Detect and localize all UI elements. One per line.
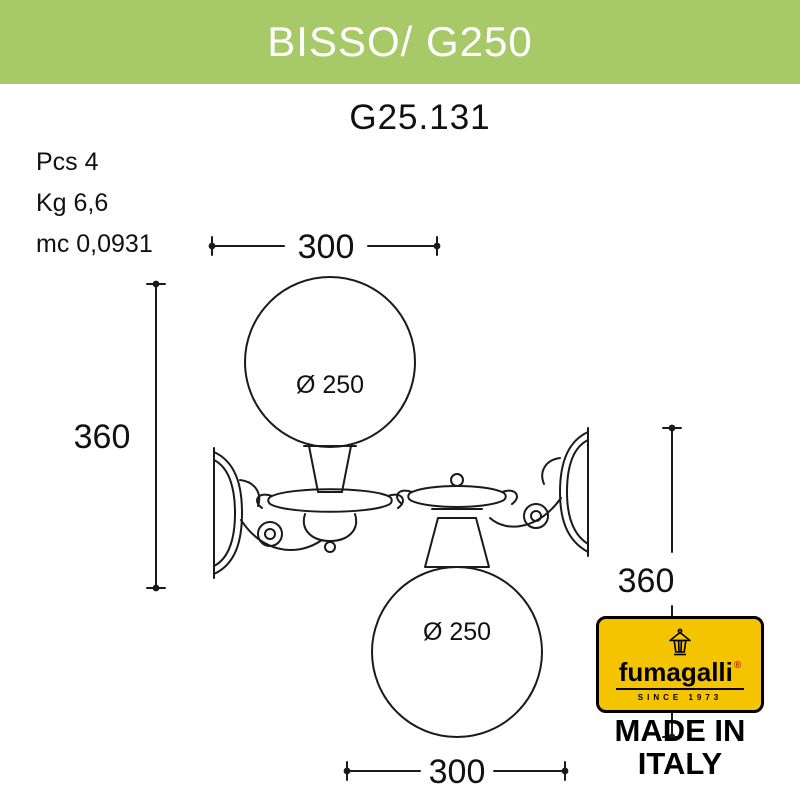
dimension-label-left: 360 <box>74 418 131 456</box>
since-text: SINCE 1973 <box>637 692 723 702</box>
fumagalli-logo: fumagalli ® SINCE 1973 <box>596 616 764 713</box>
dimension-bottom-width: 300 <box>343 753 569 791</box>
lamp-view-globe-down: Ø 250 <box>371 427 589 738</box>
dimension-left-height: 360 <box>74 280 166 592</box>
brand-name: fumagalli <box>618 656 733 687</box>
globe-diameter-top: Ø 250 <box>296 371 364 399</box>
logo-divider <box>616 687 744 690</box>
page-title: BISSO/ G250 <box>267 18 533 65</box>
italy-line: ITALY <box>637 746 723 781</box>
spec-list: Pcs 4 Kg 6,6 mc 0,0931 <box>36 142 153 265</box>
globe-diameter-bottom: Ø 250 <box>423 618 491 646</box>
dimension-label-right: 360 <box>618 562 675 600</box>
lamp-view-globe-up: Ø 250 <box>213 276 416 579</box>
spec-kg: Kg 6,6 <box>36 189 109 217</box>
dimension-label-bottom: 300 <box>429 753 486 791</box>
spec-pcs: Pcs 4 <box>36 148 99 176</box>
made-in-line: MADE IN <box>614 713 746 748</box>
dimension-label-top: 300 <box>298 228 355 266</box>
product-code: G25.131 <box>349 98 491 137</box>
dimension-top-width: 300 <box>208 228 441 266</box>
registered-mark: ® <box>733 659 742 671</box>
lantern-icon <box>669 628 691 655</box>
spec-mc: mc 0,0931 <box>36 230 153 258</box>
made-in-italy: MADE IN ITALY <box>596 714 764 780</box>
header-bar: BISSO/ G250 <box>0 0 800 84</box>
